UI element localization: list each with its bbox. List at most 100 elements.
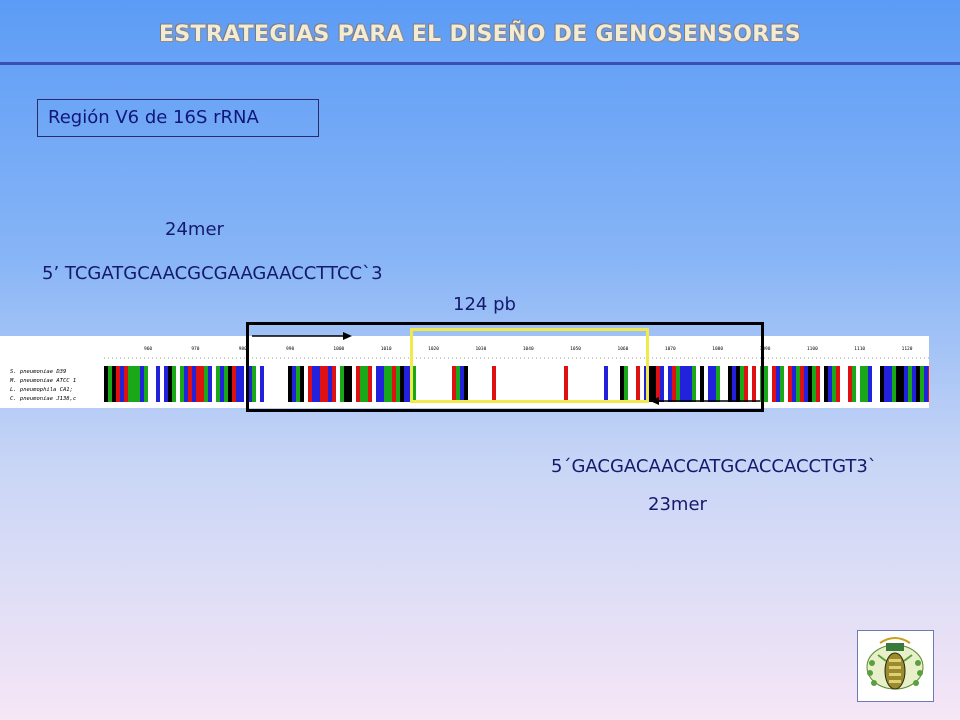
alignment-column [340, 366, 344, 402]
region-label-box: Región V6 de 16S rRNA [37, 99, 319, 137]
alignment-column [916, 366, 920, 402]
alignment-column [208, 366, 212, 402]
alignment-column [404, 366, 408, 402]
alignment-column [368, 366, 372, 402]
alignment-column [900, 366, 904, 402]
alignment-column [884, 366, 888, 402]
alignment-column [780, 366, 784, 402]
alignment-column [236, 366, 240, 402]
alignment-column [384, 366, 388, 402]
alignment-column [196, 366, 200, 402]
alignment-column [316, 366, 320, 402]
alignment-column [776, 366, 780, 402]
alignment-column [260, 366, 264, 402]
forward-probe-length: 24mer [165, 219, 224, 240]
alignment-column [788, 366, 792, 402]
alignment-column [348, 366, 352, 402]
alignment-column [744, 366, 748, 402]
alignment-column [860, 366, 864, 402]
alignment-column [312, 366, 316, 402]
alignment-column [688, 366, 692, 402]
alignment-column [928, 366, 929, 402]
position-label: 980 [239, 346, 247, 352]
alignment-column [300, 366, 304, 402]
alignment-column [296, 366, 300, 402]
alignment-column [832, 366, 836, 402]
species-label: C. pneumoniae J138,c [10, 396, 77, 402]
alignment-column [180, 366, 184, 402]
position-label: 990 [286, 346, 294, 352]
alignment-column [224, 366, 228, 402]
alignment-column [716, 366, 720, 402]
alignment-column [252, 366, 256, 402]
alignment-column [360, 366, 364, 402]
alignment-column [288, 366, 292, 402]
alignment-column [896, 366, 900, 402]
alignment-column [672, 366, 676, 402]
alignment-column [796, 366, 800, 402]
position-label: 1050 [570, 346, 581, 352]
alignment-column [772, 366, 776, 402]
alignment-column [792, 366, 796, 402]
alignment-column [924, 366, 928, 402]
alignment-column [412, 366, 416, 402]
alignment-column [740, 366, 744, 402]
alignment-column [380, 366, 384, 402]
alignment-column [328, 366, 332, 402]
alignment-column [624, 366, 628, 402]
alignment-column [228, 366, 232, 402]
university-crest-logo [857, 630, 934, 702]
alignment-column [708, 366, 712, 402]
alignment-column [808, 366, 812, 402]
species-label: S. pneumoniae D39 [10, 369, 66, 375]
alignment-column [164, 366, 168, 402]
alignment-column [828, 366, 832, 402]
alignment-column [172, 366, 176, 402]
position-label: 1060 [618, 346, 629, 352]
position-label: 1010 [381, 346, 392, 352]
alignment-column [120, 366, 124, 402]
alignment-column [732, 366, 736, 402]
slide-title: ESTRATEGIAS PARA EL DISEÑO DE GENOSENSOR… [159, 22, 801, 47]
alignment-column [864, 366, 868, 402]
alignment-column [848, 366, 852, 402]
position-label: 1070 [665, 346, 676, 352]
alignment-column [204, 366, 208, 402]
alignment-column [216, 366, 220, 402]
alignment-column [452, 366, 456, 402]
position-label: 1110 [854, 346, 865, 352]
alignment-column [836, 366, 840, 402]
alignment-column [456, 366, 460, 402]
alignment-column [920, 366, 924, 402]
alignment-column [652, 366, 656, 402]
alignment-column [908, 366, 912, 402]
alignment-column [192, 366, 196, 402]
alignment-column [660, 366, 664, 402]
alignment-column [684, 366, 688, 402]
alignment-column [620, 366, 624, 402]
alignment-column [308, 366, 312, 402]
alignment-column [104, 366, 108, 402]
position-label: 970 [191, 346, 199, 352]
position-label: 1090 [760, 346, 771, 352]
reverse-probe-sequence: 5´GACGACAACCATGCACCACCTGT3` [551, 456, 877, 477]
position-label: 960 [144, 346, 152, 352]
alignment-column [656, 366, 660, 402]
alignment-column [692, 366, 696, 402]
alignment-column [868, 366, 872, 402]
alignment-column [132, 366, 136, 402]
forward-probe-sequence: 5’ TCGATGCAACGCGAAGAACCTTCC`3 [42, 263, 383, 284]
alignment-column [400, 366, 404, 402]
alignment-column [680, 366, 684, 402]
position-label: 1100 [807, 346, 818, 352]
title-divider [0, 62, 960, 65]
position-label: 1000 [333, 346, 344, 352]
alignment-column [912, 366, 916, 402]
alignment-column [904, 366, 908, 402]
alignment-column [188, 366, 192, 402]
alignment-column [492, 366, 496, 402]
position-label: 1080 [712, 346, 723, 352]
alignment-column [764, 366, 768, 402]
alignment-column [824, 366, 828, 402]
